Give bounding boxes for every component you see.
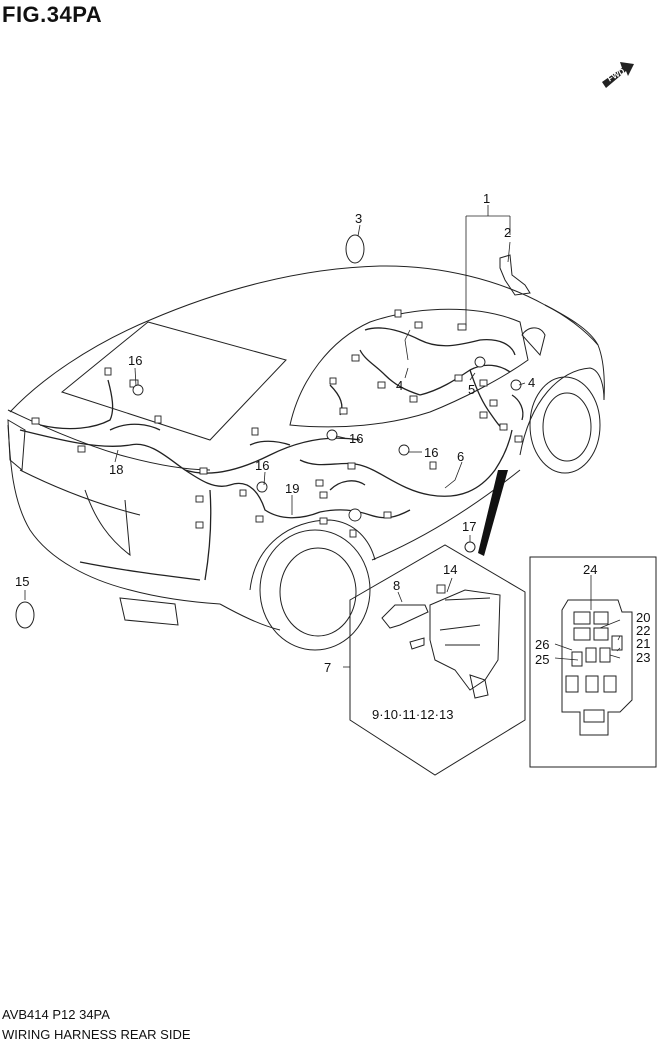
grommet-17 xyxy=(464,541,476,553)
callout-5: 5 xyxy=(468,382,475,397)
relay-box-inset xyxy=(349,544,526,776)
callout-19: 19 xyxy=(285,481,299,496)
leader-lines xyxy=(24,205,526,668)
grommet-3 xyxy=(345,234,365,264)
rear-harness-wires xyxy=(19,327,524,581)
figure-description: WIRING HARNESS REAR SIDE xyxy=(2,1027,191,1042)
callout-16c: 16 xyxy=(424,445,438,460)
callout-20: 20 xyxy=(636,610,650,625)
car-body-outline xyxy=(7,265,605,651)
callout-8: 8 xyxy=(393,578,400,593)
callout-16d: 16 xyxy=(255,458,269,473)
callout-21: 21 xyxy=(636,636,650,651)
callout-17: 17 xyxy=(462,519,476,534)
callout-23: 23 xyxy=(636,650,650,665)
fuse-9 xyxy=(409,637,425,650)
junction-block xyxy=(429,589,501,691)
harness-connectors xyxy=(31,309,523,538)
callout-14: 14 xyxy=(443,562,457,577)
bracket-8 xyxy=(381,604,429,629)
callout-26: 26 xyxy=(535,637,549,652)
grommet-15 xyxy=(15,601,35,629)
fuse-box-panel xyxy=(529,556,657,768)
callout-4a: 4 xyxy=(396,378,403,393)
callout-25: 25 xyxy=(535,652,549,667)
callout-4b: 4 xyxy=(528,375,535,390)
callout-3: 3 xyxy=(355,211,362,226)
callout-2: 2 xyxy=(504,225,511,240)
bolt-parts xyxy=(132,356,522,522)
fwd-arrow-icon: FWD xyxy=(602,62,634,88)
callout-6: 6 xyxy=(457,449,464,464)
callout-16a: 16 xyxy=(128,353,142,368)
figure-title: FIG.34PA xyxy=(2,2,103,27)
callout-16b: 16 xyxy=(349,431,363,446)
bracket-2 xyxy=(499,254,531,296)
callout-15: 15 xyxy=(15,574,29,589)
relay-14 xyxy=(436,584,446,594)
callout-labels: 1 2 3 4 4 5 6 7 8 9·10·11·12·13 14 15 16… xyxy=(15,191,650,722)
callout-22: 22 xyxy=(636,623,650,638)
callout-1: 1 xyxy=(483,191,490,206)
figure-code: AVB414 P12 34PA xyxy=(2,1007,110,1022)
inset-pointer xyxy=(478,470,508,556)
callout-18: 18 xyxy=(109,462,123,477)
callout-24: 24 xyxy=(583,562,597,577)
callout-9-13: 9·10·11·12·13 xyxy=(372,707,453,722)
callout-7: 7 xyxy=(324,660,331,675)
